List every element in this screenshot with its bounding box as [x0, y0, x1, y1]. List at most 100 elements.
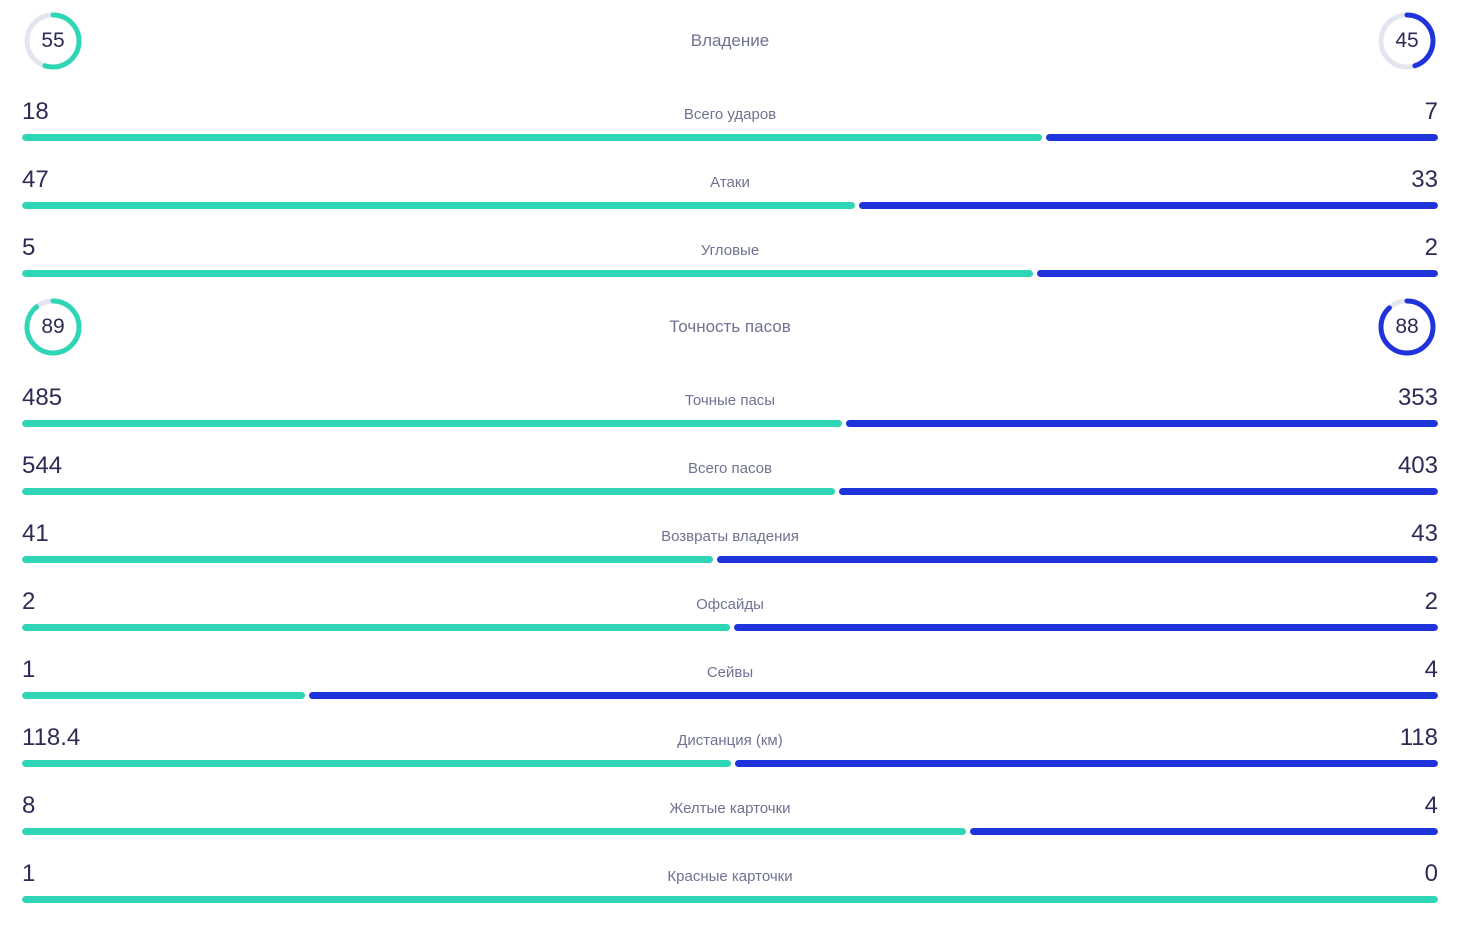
home-gauge-possession: 55 [22, 10, 84, 72]
bar-gap [730, 624, 734, 631]
away-value: 353 [1397, 384, 1438, 411]
home-gauge-pass-accuracy: 89 [22, 296, 84, 358]
home-bar-segment [22, 134, 1042, 141]
home-bar-segment [22, 270, 1034, 277]
away-bar-segment [845, 420, 1438, 427]
home-bar-segment [22, 420, 842, 427]
home-value: 8 [22, 792, 36, 819]
stat-bar-track [22, 420, 1438, 427]
gauge-arc [24, 298, 82, 356]
bar-row-head: 18 Всего ударов 7 [22, 90, 1438, 134]
stat-bar-track [22, 488, 1438, 495]
stat-bar-track [22, 624, 1438, 631]
stat-bar-track [22, 270, 1438, 277]
away-bar-segment [309, 692, 1438, 699]
bar-gap [305, 692, 310, 699]
gauge-arc [1378, 12, 1436, 70]
bar-stat-row-accurate-passes: 485 Точные пасы 353 [0, 368, 1460, 436]
away-value: 4 [1424, 792, 1438, 819]
bar-gap [1041, 134, 1046, 141]
stat-label: Точные пасы [684, 392, 776, 409]
stat-label: Дистанция (км) [677, 732, 783, 749]
stat-bar-track [22, 828, 1438, 835]
home-value: 485 [22, 384, 63, 411]
bar-row-head: 1 Красные карточки 0 [22, 852, 1438, 896]
stat-label: Красные карточки [667, 868, 793, 885]
stat-label: Атаки [710, 174, 750, 191]
home-gauge-value: 55 [41, 29, 65, 52]
stat-bar-track [22, 760, 1438, 767]
home-value: 18 [22, 98, 49, 125]
home-value: 2 [22, 588, 36, 615]
away-value: 2 [1424, 234, 1438, 261]
stat-bar-track [22, 134, 1438, 141]
away-gauge-value: 88 [1395, 315, 1419, 338]
home-value: 5 [22, 234, 36, 261]
away-bar-segment [970, 828, 1438, 835]
away-value: 43 [1411, 520, 1438, 547]
away-bar-segment [838, 488, 1438, 495]
home-bar-segment [22, 624, 730, 631]
stat-label: Сейвы [706, 664, 754, 681]
home-bar-segment [22, 488, 835, 495]
home-bar-segment [22, 760, 732, 767]
bar-row-head: 8 Желтые карточки 4 [22, 784, 1438, 828]
bar-gap [854, 202, 859, 209]
home-value: 1 [22, 656, 36, 683]
bar-gap [834, 488, 839, 495]
stat-bar-track [22, 556, 1438, 563]
home-bar-segment [22, 692, 306, 699]
gauge-arc [24, 12, 82, 70]
gauge-arc [1378, 298, 1436, 356]
stat-label: Офсайды [696, 596, 764, 613]
away-value: 403 [1397, 452, 1438, 479]
away-value: 0 [1424, 860, 1438, 887]
away-bar-segment [717, 556, 1438, 563]
bar-row-head: 485 Точные пасы 353 [22, 376, 1438, 420]
away-bar-segment [1037, 270, 1438, 277]
away-bar-segment [858, 202, 1438, 209]
bar-stat-row-total-shots: 18 Всего ударов 7 [0, 82, 1460, 150]
away-value: 118 [1399, 724, 1438, 751]
stat-label: Угловые [700, 242, 760, 259]
bar-gap [841, 420, 846, 427]
home-bar-segment [22, 896, 1438, 903]
stat-label: Всего ударов [683, 106, 777, 123]
bar-row-head: 5 Угловые 2 [22, 226, 1438, 270]
away-value: 33 [1411, 166, 1438, 193]
away-bar-segment [735, 760, 1438, 767]
stat-bar-track [22, 896, 1438, 903]
bar-stat-row-corners: 5 Угловые 2 [0, 218, 1460, 286]
home-bar-segment [22, 202, 855, 209]
away-gauge-possession: 45 [1376, 10, 1438, 72]
home-bar-segment [22, 556, 713, 563]
stat-bar-track [22, 692, 1438, 699]
bar-gap [713, 556, 717, 563]
away-bar-segment [734, 624, 1438, 631]
stat-label: Желтые карточки [669, 800, 791, 817]
away-bar-segment [1045, 134, 1438, 141]
stat-label: Всего пасов [688, 460, 772, 477]
away-value: 7 [1424, 98, 1438, 125]
bar-gap [966, 828, 971, 835]
home-value: 41 [22, 520, 49, 547]
home-gauge-value: 89 [41, 315, 65, 338]
away-gauge-value: 45 [1395, 29, 1419, 52]
home-value: 1 [22, 860, 36, 887]
bar-gap [1033, 270, 1038, 277]
home-bar-segment [22, 828, 967, 835]
stat-bar-track [22, 202, 1438, 209]
